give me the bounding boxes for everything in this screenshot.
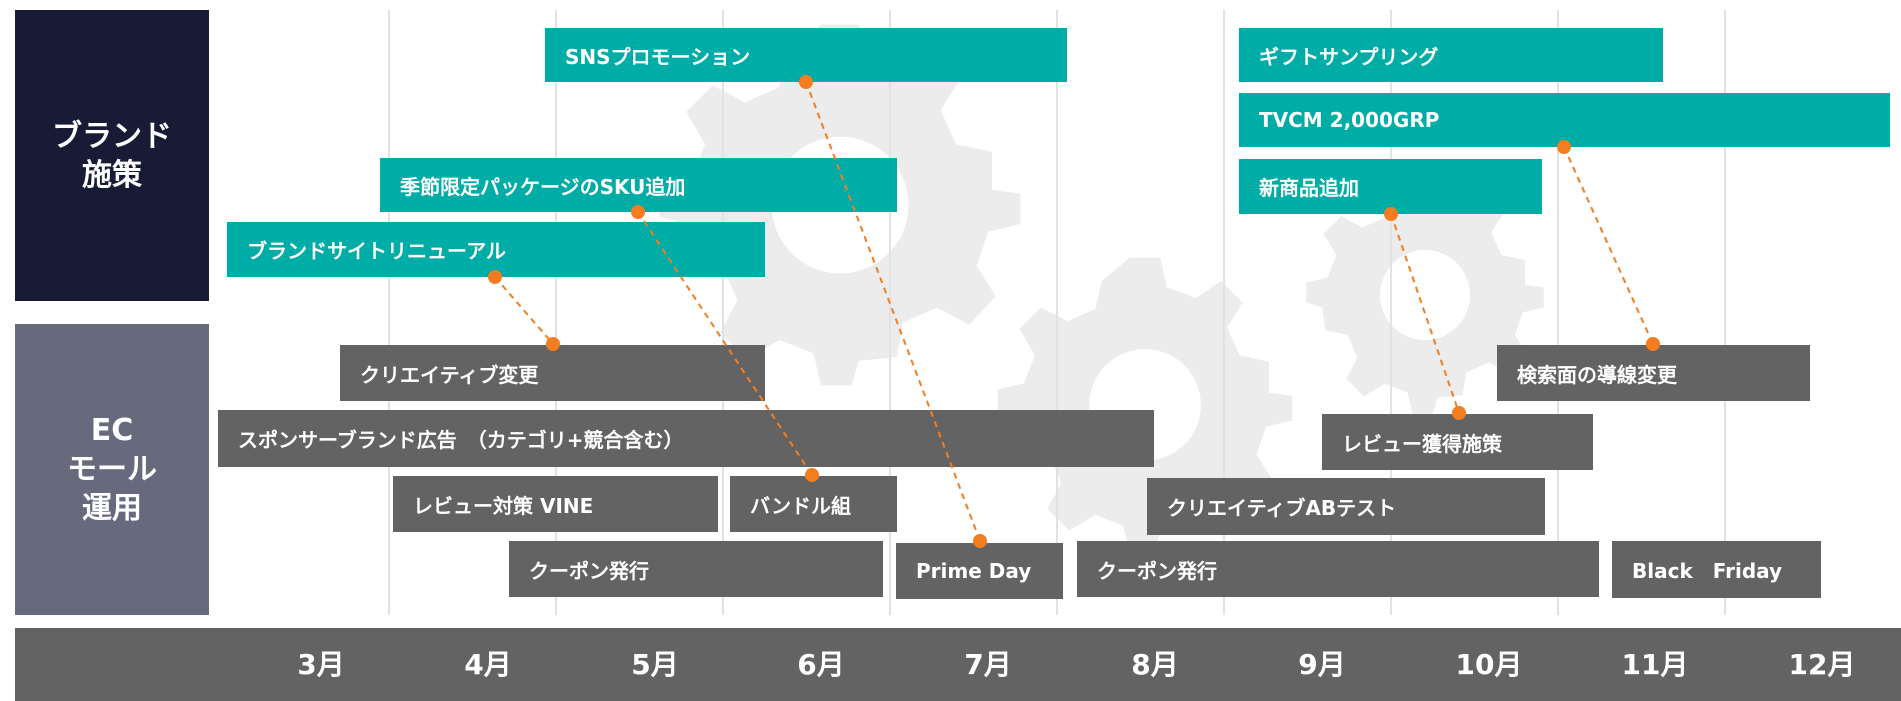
ec-operation-bar: クリエイティブABテスト — [1147, 478, 1545, 535]
category-label-line: ブランド — [52, 118, 172, 154]
ec-operation-bar: 検索面の導線変更 — [1497, 345, 1810, 401]
month-grid-line — [555, 10, 557, 615]
month-grid-line — [1557, 10, 1559, 615]
connector-line — [1563, 146, 1654, 345]
month-label: 3月 — [297, 648, 345, 681]
ec-operation-bar: クリエイティブ変更 — [340, 345, 765, 401]
ec-operation-bar: レビュー対策 VINE — [393, 476, 718, 532]
month-label: 10月 — [1455, 648, 1523, 681]
month-label: 12月 — [1788, 648, 1856, 681]
category-label-line: 運用 — [82, 491, 142, 526]
month-grid-line — [722, 10, 724, 615]
ec-operation-bar: スポンサーブランド広告 （カテゴリ+競合含む） — [218, 410, 1154, 467]
gear-icon — [1306, 176, 1544, 414]
month-grid-line — [388, 10, 390, 615]
month-label: 4月 — [464, 648, 512, 681]
category-label-line: 施策 — [82, 157, 142, 193]
category-label-line: モール — [67, 452, 157, 487]
month-label: 7月 — [964, 648, 1012, 681]
ec-operation-bar: クーポン発行 — [1077, 541, 1599, 597]
ec-operation-bar: レビュー獲得施策 — [1322, 414, 1593, 470]
brand-initiative-bar: SNSプロモーション — [545, 28, 1067, 82]
ec-operation-bar: Black Friday — [1612, 541, 1821, 598]
ec-operation-bar: Prime Day — [896, 543, 1063, 599]
brand-initiative-bar: ギフトサンプリング — [1239, 28, 1663, 82]
brand-initiative-bar: 季節限定パッケージのSKU追加 — [380, 158, 897, 212]
ec-operation-bar: バンドル組 — [730, 476, 897, 532]
brand-initiative-bar: 新商品追加 — [1239, 159, 1542, 214]
brand-initiative-bar: TVCM 2,000GRP — [1239, 93, 1890, 147]
connector-line — [494, 276, 554, 345]
month-label: 6月 — [797, 648, 845, 681]
brand-initiative-bar: ブランドサイトリニューアル — [227, 222, 765, 277]
month-grid-line — [1056, 10, 1058, 615]
ec-category-label: EC モール 運用 — [15, 324, 209, 615]
month-label: 8月 — [1131, 648, 1179, 681]
brand-category-label: ブランド 施策 — [15, 10, 209, 301]
category-label-line: EC — [90, 413, 134, 448]
month-label: 5月 — [631, 648, 679, 681]
month-grid-line — [1724, 10, 1726, 615]
month-label: 9月 — [1298, 648, 1346, 681]
month-axis: 3月 4月 5月 6月 7月 8月 9月 10月 11月 12月 — [15, 628, 1901, 701]
month-label: 11月 — [1621, 648, 1689, 681]
ec-operation-bar: クーポン発行 — [509, 541, 883, 597]
month-grid-line — [1223, 10, 1225, 615]
